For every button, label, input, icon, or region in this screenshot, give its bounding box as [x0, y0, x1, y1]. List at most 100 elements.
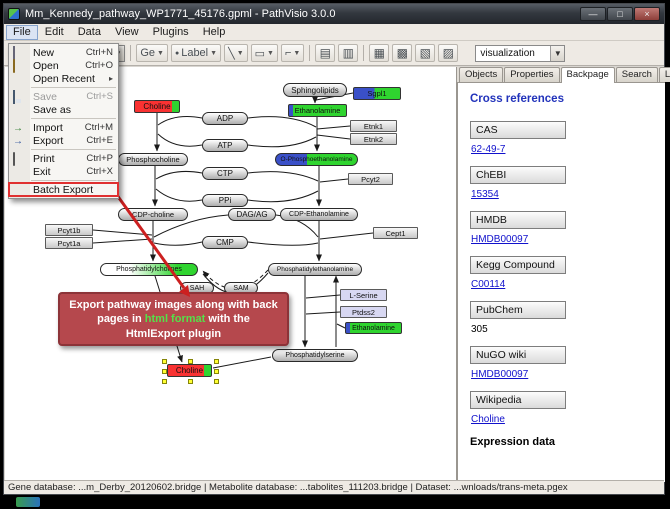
pathway-node-phosphatidylethanolamine[interactable]: Phosphatidylethanolamine — [268, 263, 362, 276]
connector-tool[interactable]: ⌐▼ — [280, 44, 305, 62]
pathway-node-ppi[interactable]: PPi — [202, 194, 248, 207]
menubar-item-view[interactable]: View — [114, 25, 139, 38]
xref-link[interactable]: 15354 — [471, 189, 499, 200]
tab-backpage[interactable]: Backpage — [560, 67, 615, 83]
pathway-edge[interactable] — [247, 241, 319, 246]
pathway-edge[interactable] — [305, 311, 341, 315]
pathway-edge[interactable] — [247, 171, 319, 182]
selection-handle[interactable] — [214, 379, 219, 384]
pathway-node-choline-bottom[interactable]: Choline — [162, 359, 219, 384]
xref-link[interactable]: 62-49-7 — [471, 144, 506, 155]
align-left-button[interactable]: ▤ — [315, 44, 336, 62]
pathway-node-ethanolamine-bottom[interactable]: Ethanolamine — [345, 322, 402, 334]
pathway-edge[interactable] — [319, 232, 374, 240]
menubar-item-help[interactable]: Help — [202, 25, 226, 38]
pathway-node-ethanolamine-top[interactable]: Ethanolamine — [288, 104, 347, 117]
pathway-node-ptdss2[interactable]: Ptdss2 — [340, 306, 387, 318]
menubar-item-file[interactable]: File — [6, 24, 38, 40]
close-button[interactable]: × — [634, 7, 660, 21]
pathway-node-etnk1[interactable]: Etnk1 — [350, 120, 397, 132]
pathway-node-sgpl1[interactable]: Sgpl1 — [353, 87, 401, 100]
pathway-edge[interactable] — [305, 294, 341, 299]
tab-search[interactable]: Search — [615, 67, 658, 82]
label-tool[interactable]: ●Label▼ — [170, 44, 222, 62]
common-height-button[interactable]: ▨ — [438, 44, 459, 62]
pathway-node-cdp-ethanolamine[interactable]: CDP-Ethanolamine — [280, 208, 358, 221]
xref-link[interactable]: HMDB00097 — [471, 234, 529, 245]
pathway-edge[interactable] — [202, 269, 269, 290]
selection-handle[interactable] — [162, 379, 167, 384]
pathway-node-phosphatidylcholines[interactable]: Phosphatidylcholines — [100, 263, 198, 276]
maximize-button[interactable]: □ — [607, 7, 633, 21]
pathway-edge[interactable] — [247, 136, 317, 148]
selection-handle[interactable] — [187, 379, 193, 384]
pathway-node-dag-ag[interactable]: DAG/AG — [228, 208, 276, 221]
pathway-node-l-serine[interactable]: L-Serine — [340, 289, 387, 301]
pathway-node-sphingolipids[interactable]: Sphingolipids — [283, 83, 347, 97]
pathway-node-cmp[interactable]: CMP — [202, 236, 248, 249]
gene-product-tool[interactable]: Ge▼ — [136, 44, 168, 62]
pathway-node-choline-top[interactable]: Choline — [134, 100, 180, 113]
pathway-edge[interactable] — [212, 356, 272, 369]
pathway-edge[interactable] — [92, 229, 153, 236]
pathway-edge[interactable] — [157, 116, 203, 126]
align-center-button[interactable]: ▥ — [338, 44, 359, 62]
pathway-edge[interactable] — [316, 125, 351, 130]
xref-header: HMDB — [470, 211, 566, 229]
pathway-edge[interactable] — [247, 116, 317, 128]
xref-link[interactable]: Choline — [471, 414, 505, 425]
pathway-node-ctp[interactable]: CTP — [202, 167, 248, 180]
pathway-edge[interactable] — [155, 188, 203, 202]
pathway-edge[interactable] — [336, 323, 346, 329]
menubar-item-edit[interactable]: Edit — [44, 25, 64, 38]
selection-handle[interactable] — [162, 368, 167, 374]
pathway-edge[interactable] — [319, 178, 349, 183]
tab-legend[interactable]: Legend — [658, 67, 670, 82]
visualization-dropdown-icon[interactable]: ▼ — [550, 45, 565, 61]
menu-item-save-as[interactable]: Save as — [9, 103, 118, 116]
selection-handle[interactable] — [214, 368, 219, 374]
taskbar-icon[interactable] — [16, 497, 40, 507]
selection-handle[interactable] — [214, 359, 219, 364]
pathway-node-phosphatidylserine[interactable]: Phosphatidylserine — [272, 349, 358, 362]
minimize-button[interactable]: — — [580, 7, 606, 21]
xref-link[interactable]: C00114 — [471, 279, 506, 290]
pathway-edge[interactable] — [157, 133, 203, 147]
pathway-node-pcyt1b[interactable]: Pcyt1b — [45, 224, 93, 236]
pathway-node-o-phosphoethanolamine[interactable]: O-Phosphoethanolamine — [275, 153, 358, 166]
pathway-edge[interactable] — [92, 238, 153, 244]
line-tool[interactable]: ╲▼ — [224, 44, 248, 62]
pathway-node-phosphocholine[interactable]: Phosphocholine — [118, 153, 188, 166]
pathway-node-etnk2[interactable]: Etnk2 — [350, 133, 397, 145]
shape-tool[interactable]: ▭▼ — [250, 44, 278, 62]
pathway-node-adp[interactable]: ADP — [202, 112, 248, 125]
pathway-edge[interactable] — [316, 134, 351, 140]
pathway-edge[interactable] — [153, 241, 203, 246]
pathway-edge[interactable] — [247, 190, 319, 203]
pathway-edge[interactable] — [155, 171, 203, 180]
pathway-node-pcyt2[interactable]: Pcyt2 — [348, 173, 393, 185]
distribute-horizontal-button[interactable]: ▦ — [369, 44, 390, 62]
tab-objects[interactable]: Objects — [459, 67, 504, 82]
tab-properties[interactable]: Properties — [504, 67, 560, 82]
pathway-node-cept1[interactable]: Cept1 — [373, 227, 418, 239]
distribute-vertical-button[interactable]: ▩ — [392, 44, 413, 62]
visualization-select[interactable]: visualization ▼ — [475, 44, 566, 62]
pathway-node-pcyt1a[interactable]: Pcyt1a — [45, 237, 93, 249]
menu-item-open-recent[interactable]: Open Recent▸ — [9, 72, 118, 85]
menubar-item-data[interactable]: Data — [77, 25, 101, 38]
pathway-node-cdp-choline[interactable]: CDP-choline — [118, 208, 188, 221]
menubar-item-plugins[interactable]: Plugins — [152, 25, 189, 38]
common-width-button[interactable]: ▧ — [415, 44, 436, 62]
menu-item-batch-export[interactable]: Batch Export — [8, 182, 119, 197]
xref-link[interactable]: HMDB00097 — [471, 369, 529, 380]
pathway-node-atp[interactable]: ATP — [202, 139, 248, 152]
selection-handle[interactable] — [187, 359, 193, 364]
selection-handle[interactable] — [162, 359, 167, 364]
